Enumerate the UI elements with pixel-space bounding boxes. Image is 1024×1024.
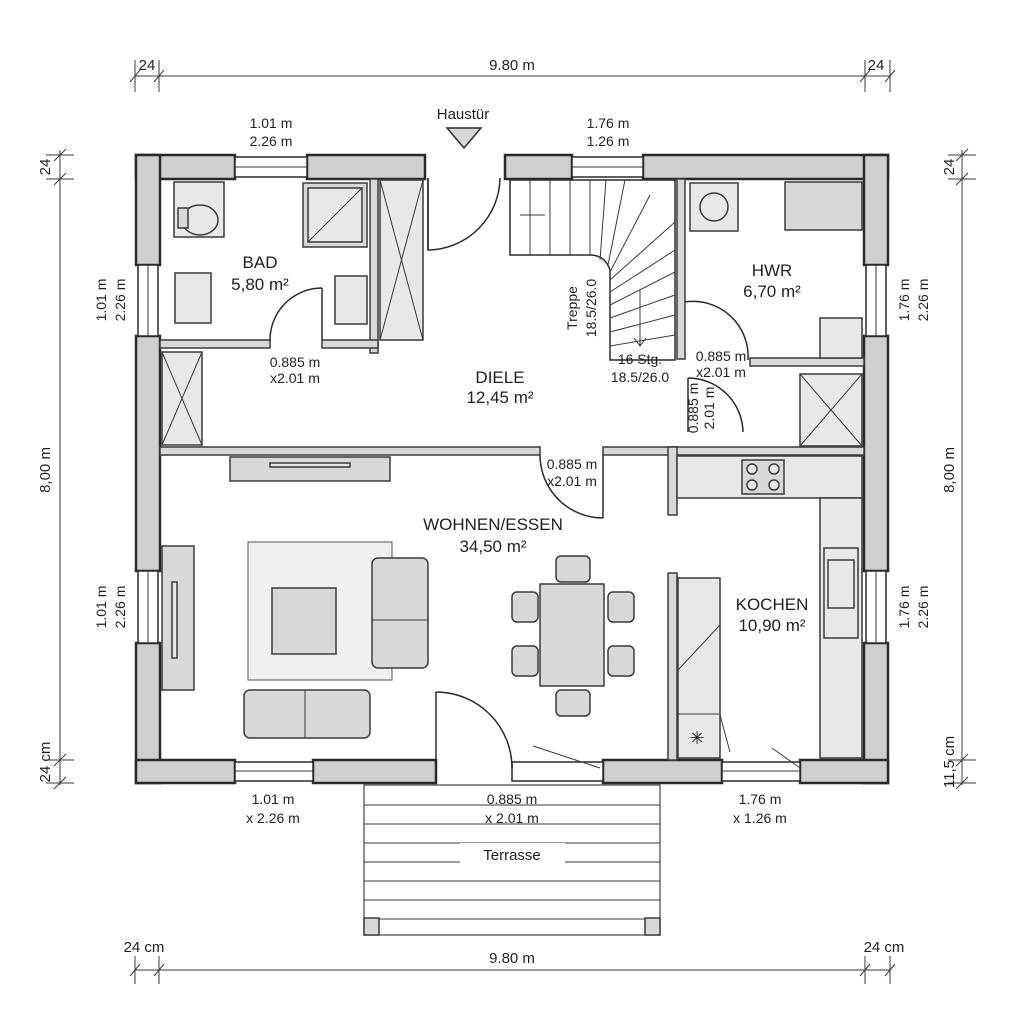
door-bottom-width: 0.885 m: [487, 791, 538, 807]
dining-set: [511, 555, 635, 717]
room-hwr-area: 6,70 m²: [743, 282, 801, 301]
window-bottom-living-height: x 2.26 m: [246, 810, 300, 826]
window-labels: 1.01 m 2.26 m 1.76 m 1.26 m 1.01 m 2.26 …: [93, 115, 931, 826]
window-bottom-kitchen-height: x 1.26 m: [733, 810, 787, 826]
room-hwr-name: HWR: [752, 261, 793, 280]
sink-icon: [174, 272, 212, 324]
dim-left-height: 8,00 m: [37, 447, 54, 493]
dim-left-top: 24: [37, 159, 54, 176]
hwr-fixtures: [684, 181, 863, 433]
door-bad-width: 0.885 m: [270, 354, 321, 370]
window-left-living-height: 2.26 m: [112, 586, 128, 629]
room-diele-name: DIELE: [475, 368, 524, 387]
stairs-label: Treppe: [564, 286, 580, 330]
dim-bottom-left: 24 cm: [124, 939, 165, 956]
window-left-bad-width: 1.01 m: [93, 279, 109, 322]
stairs-steps-ratio: 18.5/26.0: [611, 369, 670, 385]
room-bad-area: 5,80 m²: [231, 275, 289, 294]
window-right-kitchen-height: 2.26 m: [915, 586, 931, 629]
chair: [555, 555, 591, 583]
living-doors: [435, 454, 604, 769]
room-kochen-name: KOCHEN: [736, 595, 809, 614]
window-right-hwr-width: 1.76 m: [896, 279, 912, 322]
room-labels: BAD 5,80 m² HWR 6,70 m² DIELE 12,45 m² W…: [231, 253, 808, 635]
chair: [511, 645, 539, 677]
dim-left-bottom: 24 cm: [37, 742, 54, 783]
wardrobe: [161, 179, 863, 447]
window-bottom-living-width: 1.01 m: [252, 791, 295, 807]
window-left-bad-height: 2.26 m: [112, 279, 128, 322]
entrance-label: Haustür: [437, 106, 490, 123]
bad-fixtures: [173, 181, 368, 341]
room-wohnen-area: 34,50 m²: [459, 537, 526, 556]
door-labels: 0.885 m x2.01 m 0.885 m x2.01 m 0.885 m …: [270, 348, 747, 489]
window-top-bad-height: 2.26 m: [250, 133, 293, 149]
window-top-bad-width: 1.01 m: [250, 115, 293, 131]
stairs-ratio: 18.5/26.0: [583, 279, 599, 338]
dim-top-left: 24: [139, 57, 156, 74]
room-kochen-area: 10,90 m²: [738, 616, 805, 635]
door-hwr-vertical-width: 0.885 m: [685, 383, 701, 434]
window-top-stair-width: 1.76 m: [587, 115, 630, 131]
dim-right-top: 24: [941, 159, 958, 176]
dimension-top: 24 9.80 m 24: [129, 57, 896, 92]
window-right-hwr-height: 2.26 m: [915, 279, 931, 322]
dim-bottom-width: 9.80 m: [489, 950, 535, 967]
kitchen-fixtures: ✳: [676, 455, 863, 769]
chair: [607, 645, 635, 677]
interior-walls: [159, 178, 865, 761]
armchair: [371, 557, 429, 669]
tv-cabinet: [161, 545, 195, 691]
room-bad-name: BAD: [243, 253, 278, 272]
door-hwr-height: x2.01 m: [696, 364, 746, 380]
door-hwr-width: 0.885 m: [696, 348, 747, 364]
sofa: [243, 689, 371, 739]
door-hwr-vertical-height: 2.01 m: [701, 387, 717, 430]
sink-icon: [334, 275, 368, 325]
terrace: Terrasse: [363, 784, 661, 936]
dim-bottom-right: 24 cm: [864, 939, 905, 956]
terrace-label: Terrasse: [483, 847, 541, 864]
chair: [555, 689, 591, 717]
coffee-table: [271, 587, 337, 655]
dim-right-bottom: 11,5 cm: [941, 736, 958, 788]
door-living-height: x2.01 m: [547, 473, 597, 489]
door-bad-height: x2.01 m: [270, 370, 320, 386]
plant-icon: ✳: [689, 728, 704, 748]
entrance: Haustür: [427, 106, 501, 251]
dimension-bottom: 24 cm 9.80 m 24 cm: [124, 939, 905, 984]
chair: [607, 591, 635, 623]
living-furniture: [161, 456, 429, 739]
window-left-living-width: 1.01 m: [93, 586, 109, 629]
stairs-steps: 16 Stg.: [618, 351, 662, 367]
window-right-kitchen-width: 1.76 m: [896, 586, 912, 629]
dimension-left: 24 8,00 m 24 cm: [37, 148, 74, 790]
window-bottom-kitchen-width: 1.76 m: [739, 791, 782, 807]
dim-top-right: 24: [868, 57, 885, 74]
door-bottom-height: x 2.01 m: [485, 810, 539, 826]
door-living-width: 0.885 m: [547, 456, 598, 472]
chair: [511, 591, 539, 623]
window-top-stair-height: 1.26 m: [587, 133, 630, 149]
dimension-right: 24 8,00 m 11,5 cm: [941, 148, 976, 790]
dim-right-height: 8,00 m: [941, 447, 958, 493]
dim-top-width: 9.80 m: [489, 57, 535, 74]
dining-table: [539, 583, 605, 687]
entrance-arrow-icon: [445, 127, 483, 150]
room-wohnen-name: WOHNEN/ESSEN: [423, 515, 563, 534]
room-diele-area: 12,45 m²: [466, 388, 533, 407]
windows: [137, 156, 887, 782]
stairs: Treppe 18.5/26.0 16 Stg. 18.5/26.0: [509, 179, 676, 385]
sideboard: [229, 456, 391, 482]
